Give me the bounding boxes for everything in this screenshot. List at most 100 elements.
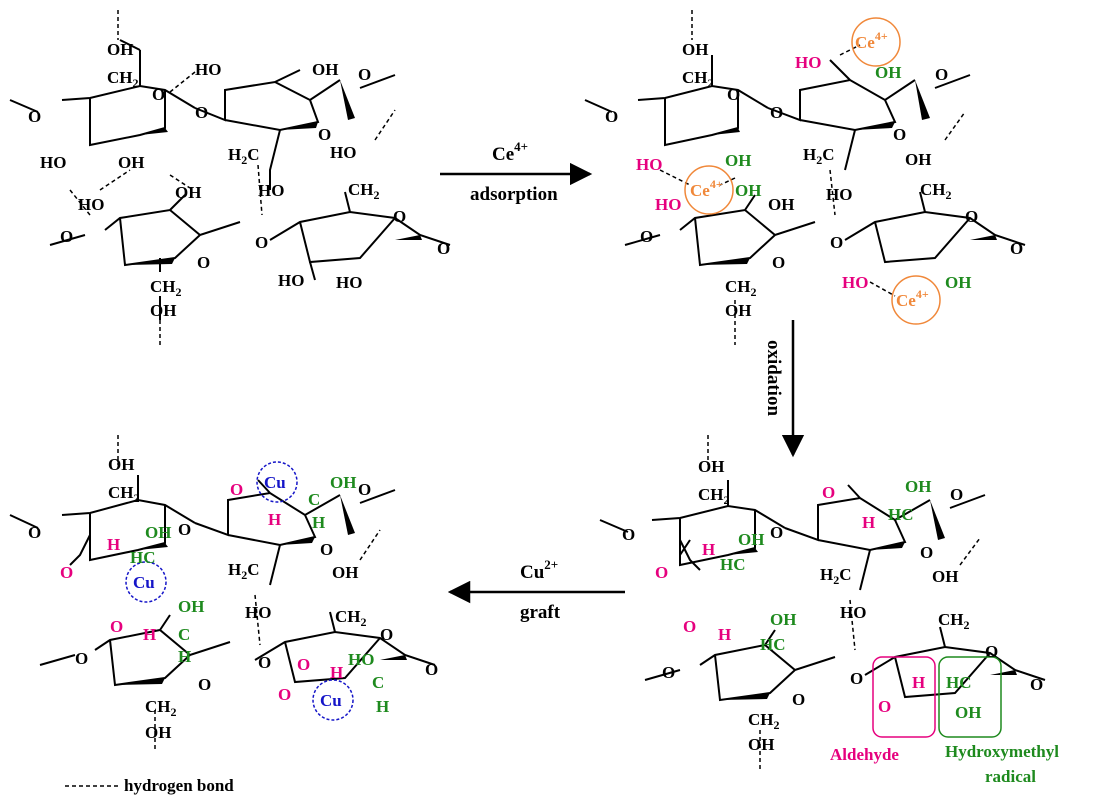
s1-ho-4: HO <box>258 181 284 200</box>
s2-o-9: O <box>965 207 978 226</box>
s2-oh-2: OH <box>768 195 794 214</box>
s4-o-4: O <box>320 540 333 559</box>
s3-radical-hc: HC <box>946 673 972 692</box>
s3-oh-top: OH <box>698 457 724 476</box>
s1-o-6: O <box>60 227 73 246</box>
s1-oh-2: OH <box>312 60 338 79</box>
s1-ch2-2: CH2 <box>348 180 380 202</box>
s3-oh-green-3: OH <box>770 610 796 629</box>
s3-ch2-3: CH2 <box>748 710 780 732</box>
s3-ho-1: HO <box>840 603 866 622</box>
s3-o-pink-2: O <box>655 563 668 582</box>
s3-o-9: O <box>1030 675 1043 694</box>
s3-hc-green-2: HC <box>720 555 746 574</box>
s4-ch2-top: CH2 <box>108 483 140 505</box>
cu-ion-circle-3 <box>312 679 354 721</box>
s2-o-6: O <box>640 227 653 246</box>
s4-hc-green-2: HC <box>130 548 156 567</box>
s1-h2c: H2C <box>228 145 260 167</box>
s3-o-8: O <box>985 642 998 661</box>
cu2-reagent: Cu2+ <box>520 557 558 583</box>
s3-aldehyde-o: O <box>878 697 891 716</box>
s2-oh-1: OH <box>905 150 931 169</box>
s3-h2c: H2C <box>820 565 852 587</box>
s1-o-9: O <box>393 207 406 226</box>
cu-ion-3: Cu <box>320 691 342 710</box>
s1-ho-3: HO <box>330 143 356 162</box>
s1-oh-top: OH <box>107 40 133 59</box>
s1-oh-5: OH <box>150 301 176 320</box>
adsorption-label: adsorption <box>470 184 558 205</box>
cu-ion-circle-2 <box>125 561 167 603</box>
s4-h-green-4: H <box>376 697 389 716</box>
hydroxymethyl-highlight-box <box>938 656 1002 738</box>
s3-oh-green-2: OH <box>738 530 764 549</box>
s2-o-3: O <box>770 103 783 122</box>
hydrogen-bond-label: hydrogen bond <box>124 776 234 795</box>
s3-o-3: O <box>950 485 963 504</box>
ce-ion-2: Ce4+ <box>690 177 723 200</box>
s4-oh-top: OH <box>108 455 134 474</box>
s1-ch2-3: CH2 <box>150 277 182 299</box>
ce-ion-3: Ce4+ <box>896 287 929 310</box>
s2-ch2-3: CH2 <box>725 277 757 299</box>
s4-o-pink-2: O <box>60 563 73 582</box>
s3-aldehyde-h: H <box>912 673 925 692</box>
s3-o-1: O <box>622 525 635 544</box>
s1-oh-4: OH <box>175 183 201 202</box>
s1-o-7: O <box>255 233 268 252</box>
s1-ho-2: HO <box>40 153 66 172</box>
s4-o-5: O <box>75 649 88 668</box>
s1-ho-5: HO <box>78 195 104 214</box>
legend: hydrogen bond <box>65 776 234 795</box>
oxidation-label: oxidation <box>763 340 784 416</box>
s4-h-pink-2: H <box>107 535 120 554</box>
s1-ho-7: HO <box>336 273 362 292</box>
s1-o-4: O <box>358 65 371 84</box>
s1-oh-3: OH <box>118 153 144 172</box>
s4-oh-green-2: OH <box>145 523 171 542</box>
s2-oh-3: OH <box>725 301 751 320</box>
s1-ho-1: HO <box>195 60 221 79</box>
graft-label: graft <box>520 602 561 623</box>
s4-h-pink-4: H <box>330 663 343 682</box>
s2-o-7: O <box>830 233 843 252</box>
s2-o-8: O <box>772 253 785 272</box>
s2-oh-green-3: OH <box>735 181 761 200</box>
s4-oh-green-1: OH <box>330 473 356 492</box>
s1-ho-6: HO <box>278 271 304 290</box>
s2-ho-1: HO <box>826 185 852 204</box>
s4-o-2: O <box>178 520 191 539</box>
s4-h-green-1: H <box>312 513 325 532</box>
cu-ion-circle-1 <box>256 461 298 503</box>
s2-ch2-top: CH2 <box>682 68 714 90</box>
s3-hc-green-1: HC <box>888 505 914 524</box>
hydroxymethyl-annotation-line2: radical <box>985 767 1036 786</box>
s2-oh-top: OH <box>682 40 708 59</box>
s2-ho-pink-3: HO <box>655 195 681 214</box>
s4-c-green-4: C <box>372 673 384 692</box>
s2-h2c: H2C <box>803 145 835 167</box>
s3-oh-2: OH <box>748 735 774 754</box>
s1-o-3: O <box>195 103 208 122</box>
s2-oh-green-2: OH <box>725 151 751 170</box>
s4-o-pink-4: O <box>297 655 310 674</box>
cu-ion-1: Cu <box>264 473 286 492</box>
s2-o-5: O <box>893 125 906 144</box>
cu-ion-2: Cu <box>133 573 155 592</box>
s4-h2c: H2C <box>228 560 260 582</box>
s4-ch2-2: CH2 <box>335 607 367 629</box>
s2-o-4: O <box>935 65 948 84</box>
s3-o-6: O <box>850 669 863 688</box>
s3-h-pink-3: H <box>718 625 731 644</box>
cellulose-structure-oxidized: OH CH2 O H OH HC O O O O OH H HC O H2C O… <box>599 435 1059 786</box>
ce4-reagent: Ce4+ <box>492 139 528 165</box>
s4-o-pink-3: O <box>110 617 123 636</box>
s4-o-7: O <box>198 675 211 694</box>
s3-oh-1: OH <box>932 567 958 586</box>
aldehyde-highlight-box <box>872 656 936 738</box>
s4-ho-1: HO <box>245 603 271 622</box>
s3-h-pink-2: H <box>702 540 715 559</box>
s4-h-pink-3: H <box>143 625 156 644</box>
s2-oh-green-1: OH <box>875 63 901 82</box>
